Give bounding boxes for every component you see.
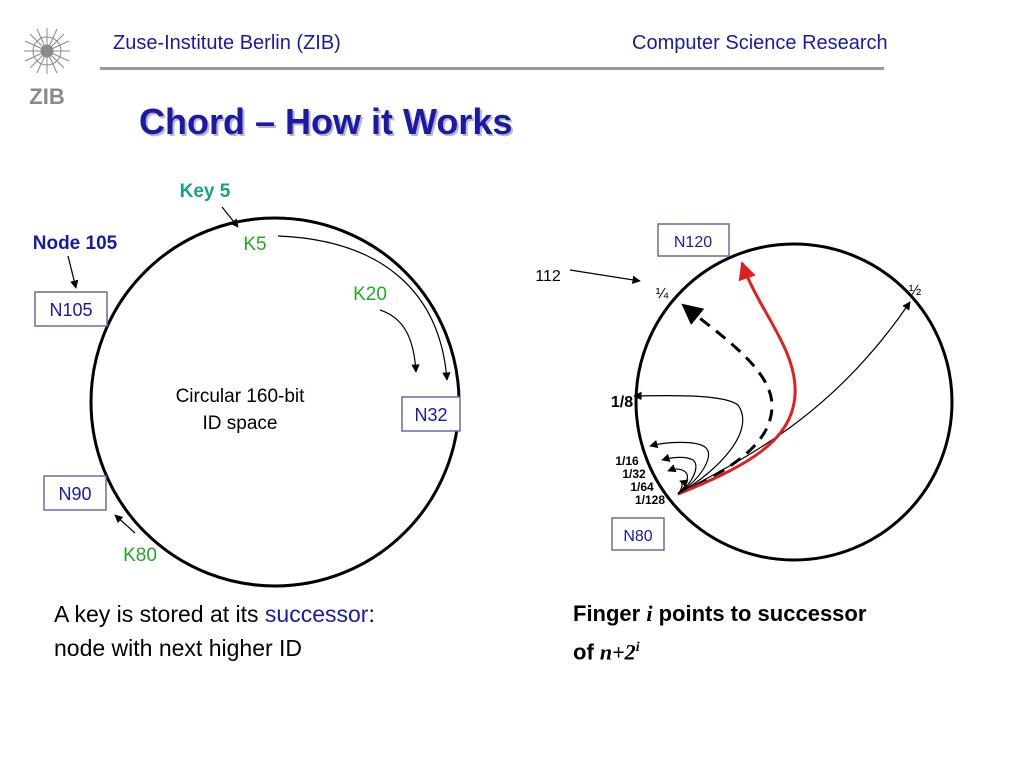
finger-arrow-eighth xyxy=(633,391,744,495)
finger-arrow-quarter-dashed xyxy=(677,303,774,496)
fraction-quarter: ¼ xyxy=(656,285,669,302)
finger-arrow-red-highest xyxy=(677,261,797,496)
node-n90: N90 xyxy=(58,484,91,504)
node105-pointer-arrow xyxy=(67,255,79,289)
node-box-n80 xyxy=(611,517,665,551)
finger-arrow-1-16 xyxy=(649,439,710,495)
node-n120: N120 xyxy=(674,234,712,251)
finger-arrow-1-128 xyxy=(677,479,689,495)
key-k80: K80 xyxy=(123,545,157,566)
finger-caption: Finger i points to successor of n+2i xyxy=(573,597,866,669)
left-chord-ring-diagram: Key 5 K5 Node 105 N105 K20 N32 Circular … xyxy=(33,181,461,588)
header-department: Computer Science Research xyxy=(632,32,888,54)
fraction-1-128: 1/128 xyxy=(635,493,665,507)
node-n105: N105 xyxy=(49,300,92,320)
node-n32: N32 xyxy=(414,405,447,425)
finger-points-to: points to successor xyxy=(652,601,867,626)
logo-text: ZIB xyxy=(29,84,64,108)
ring-center-text-line1: Circular 160-bit xyxy=(176,386,306,407)
slide-title: Chord – How it Works xyxy=(139,101,513,142)
successor-caption: A key is stored at its successor: node w… xyxy=(54,597,375,665)
zib-logo: ZIB xyxy=(24,28,70,108)
caption-line2: node with next higher ID xyxy=(54,635,303,661)
node-n80: N80 xyxy=(623,528,652,545)
finger-i: i xyxy=(646,601,653,626)
finger-word: Finger xyxy=(573,601,647,626)
fraction-half: ½ xyxy=(909,282,922,299)
k20-to-n32-arrow xyxy=(379,309,420,373)
finger-sup-i: i xyxy=(635,640,640,655)
k5-to-n32-arrow xyxy=(277,235,451,381)
node-box-n32 xyxy=(401,396,461,432)
finger-arrow-1-32 xyxy=(661,453,697,495)
fraction-1-64: 1/64 xyxy=(630,480,654,494)
header-divider xyxy=(100,67,884,70)
node-box-n90 xyxy=(43,475,107,511)
header-institute: Zuse-Institute Berlin (ZIB) xyxy=(113,32,341,54)
caption-successor: successor xyxy=(264,601,369,627)
key-k20: K20 xyxy=(353,284,387,305)
node-box-n105 xyxy=(34,291,108,327)
key-k5: K5 xyxy=(243,234,266,255)
finger-n: n xyxy=(599,639,613,665)
k80-pointer-arrow xyxy=(114,514,136,534)
key5-pointer-arrow xyxy=(221,206,239,228)
node-box-n120 xyxy=(657,223,730,257)
fraction-1-16: 1/16 xyxy=(615,454,639,468)
ring-center-text-line2: ID space xyxy=(203,413,278,434)
caption-prefix: A key is stored at its xyxy=(54,601,265,627)
caption-suffix: : xyxy=(368,601,375,627)
finger-plus2: +2 xyxy=(612,639,636,665)
id-ring-right xyxy=(634,242,954,562)
node105-label: Node 105 xyxy=(33,233,118,254)
label-112: 112 xyxy=(535,268,561,285)
key5-label: Key 5 xyxy=(180,181,231,202)
fraction-eighth: 1/8 xyxy=(611,394,633,411)
right-finger-table-diagram: N120 112 ¼ ½ 1/8 1/16 1/32 1/64 1/128 N8… xyxy=(535,223,954,562)
pointer-112-arrow xyxy=(569,269,641,284)
finger-of: of xyxy=(573,639,600,665)
fraction-1-32: 1/32 xyxy=(622,467,646,481)
